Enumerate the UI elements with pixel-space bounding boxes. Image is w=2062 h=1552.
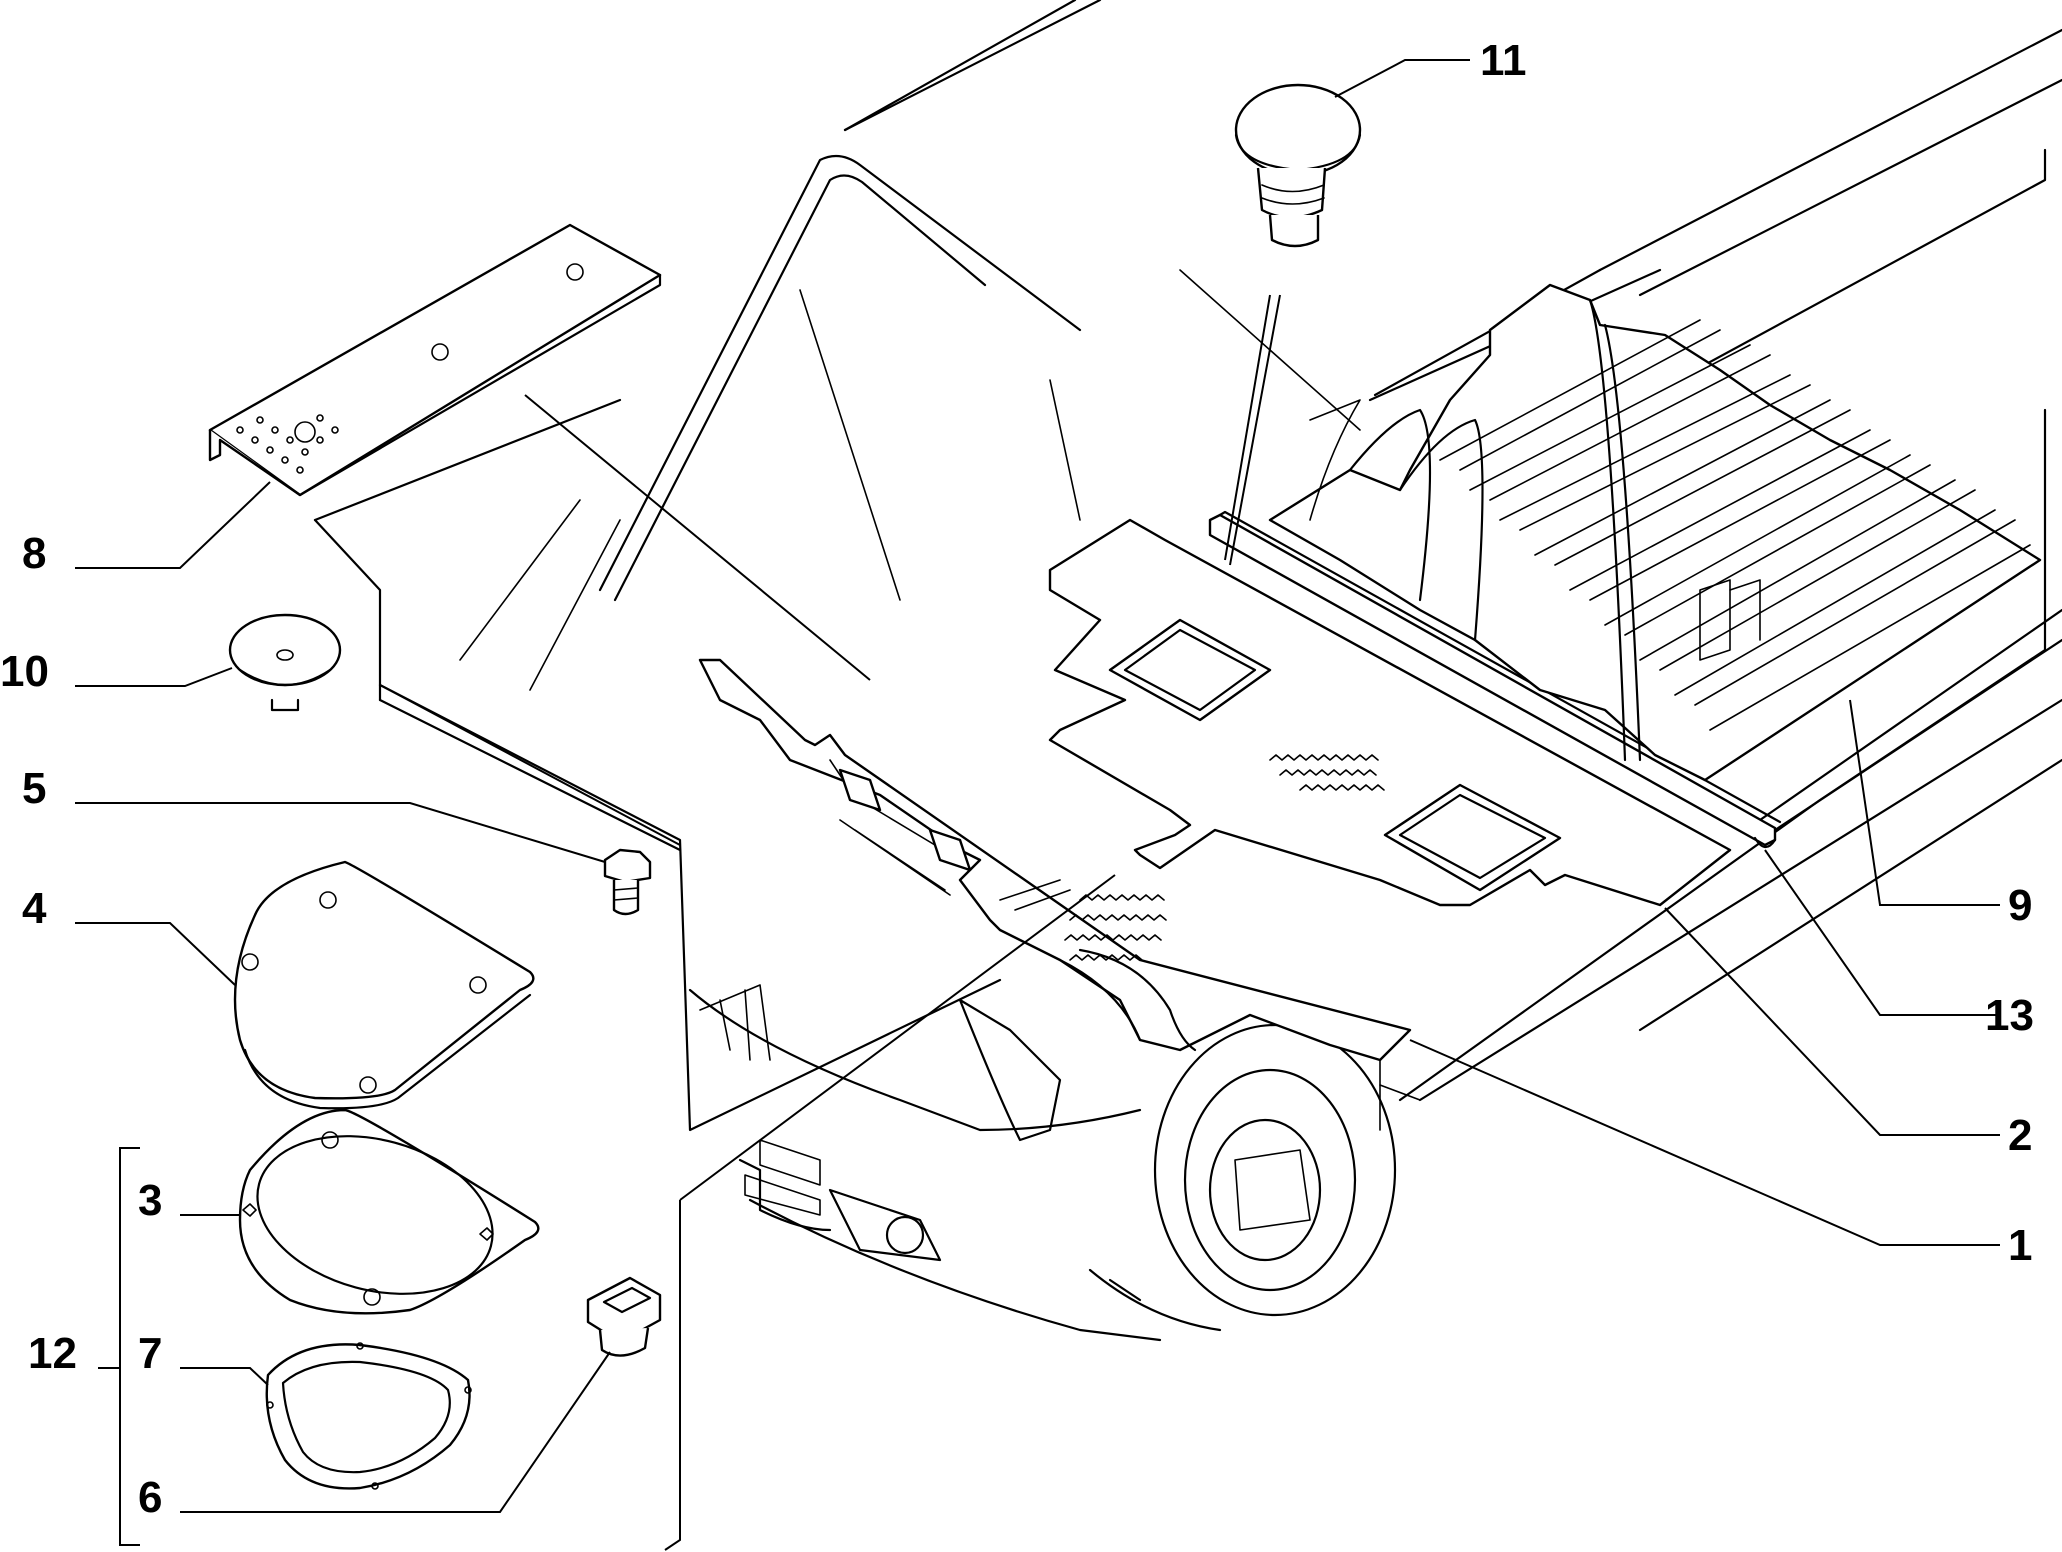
callout-6: 6 xyxy=(138,1473,162,1522)
plate-dot-grid xyxy=(236,414,339,474)
callout-13: 13 xyxy=(1985,991,2034,1040)
callout-11: 11 xyxy=(1480,36,1527,85)
part-9-bed-liner xyxy=(1268,283,2042,782)
guide-11 xyxy=(1224,294,1281,566)
callout-10: 10 xyxy=(0,647,49,696)
callout-2: 2 xyxy=(2008,1111,2032,1160)
leader-13 xyxy=(1764,849,2000,1016)
leader-5 xyxy=(75,802,606,863)
callout-3: 3 xyxy=(138,1176,162,1225)
callout-8: 8 xyxy=(22,529,46,578)
part-8-plate xyxy=(208,223,662,497)
mat-2-zigzag-texture xyxy=(1269,754,1385,791)
mat-1-zigzag-texture xyxy=(1064,894,1167,961)
callout-7: 7 xyxy=(138,1329,162,1378)
part-13-rail xyxy=(1208,510,1782,849)
part-7-gasket xyxy=(265,1342,472,1490)
part-2-main-mat xyxy=(1048,518,1732,907)
part-6-plug xyxy=(586,1276,662,1357)
part-4-cover xyxy=(233,860,535,1110)
bracket-12 xyxy=(119,1147,140,1546)
guide-8 xyxy=(524,394,871,681)
guide-front xyxy=(679,874,1116,1201)
vehicle-outline xyxy=(313,0,2062,1342)
leader-6 xyxy=(180,1351,611,1513)
leader-9 xyxy=(1849,699,2000,906)
leader-10 xyxy=(75,667,233,687)
part-3-ring-plate xyxy=(238,1108,540,1315)
leader-7 xyxy=(180,1367,269,1386)
leader-11 xyxy=(1334,59,1470,98)
leader-8 xyxy=(75,481,271,569)
callout-labels: 11 8 10 5 4 3 12 7 6 9 13 2 1 xyxy=(0,36,2034,1522)
bed-liner-ribs xyxy=(1439,319,2031,731)
callout-9: 9 xyxy=(2008,881,2032,930)
callout-5: 5 xyxy=(22,764,46,813)
guide-right-edge xyxy=(664,1200,681,1551)
leader-4 xyxy=(75,922,236,986)
guide-5 xyxy=(379,684,681,846)
leader-2 xyxy=(1664,907,2000,1136)
part-1-front-mat xyxy=(698,658,1412,1062)
part-11-fastener xyxy=(1234,83,1362,248)
callout-1: 1 xyxy=(2008,1221,2032,1270)
part-10-clip xyxy=(228,613,342,712)
leader-1 xyxy=(1409,1039,2000,1246)
callout-4: 4 xyxy=(22,884,47,933)
callout-12: 12 xyxy=(28,1329,77,1378)
leader-lines xyxy=(75,59,2000,1551)
part-5-bolt xyxy=(603,848,652,916)
